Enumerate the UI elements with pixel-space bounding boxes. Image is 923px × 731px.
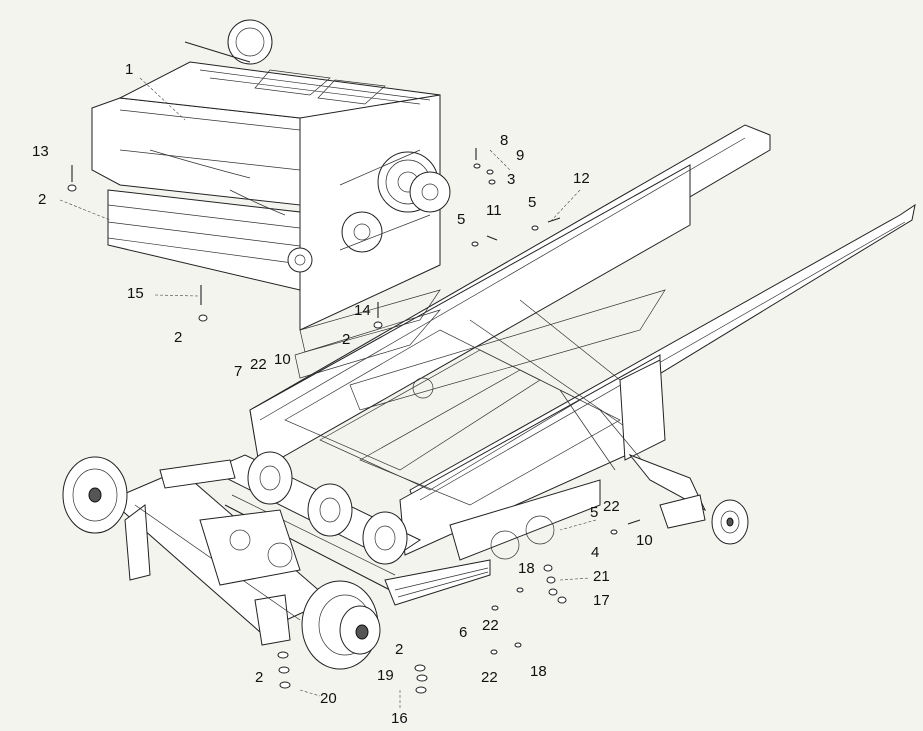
part-callout-18: 18 bbox=[530, 663, 547, 680]
hardware-fasteners bbox=[67, 148, 641, 694]
part-callout-17: 17 bbox=[593, 592, 610, 609]
main-frame bbox=[249, 124, 916, 556]
part-callout-20: 20 bbox=[320, 690, 337, 707]
part-callout-22: 22 bbox=[250, 356, 267, 373]
part-callout-15: 15 bbox=[127, 285, 144, 302]
part-callout-12: 12 bbox=[573, 170, 590, 187]
part-callout-6: 6 bbox=[459, 624, 468, 641]
part-callout-10: 10 bbox=[636, 532, 653, 549]
part-callout-10: 10 bbox=[274, 351, 291, 368]
part-callout-13: 13 bbox=[32, 143, 49, 160]
part-callout-22: 22 bbox=[482, 617, 499, 634]
part-callout-22: 22 bbox=[481, 669, 498, 686]
part-callout-8: 8 bbox=[500, 132, 509, 149]
part-callout-5: 5 bbox=[528, 194, 537, 211]
upper-feeder-unit bbox=[91, 19, 451, 331]
left-axle-assembly bbox=[62, 456, 381, 670]
part-callout-2: 2 bbox=[342, 331, 351, 348]
part-callout-2: 2 bbox=[395, 641, 404, 658]
part-callout-2: 2 bbox=[255, 669, 264, 686]
part-callout-2: 2 bbox=[38, 191, 47, 208]
part-callout-19: 19 bbox=[377, 667, 394, 684]
part-callout-16: 16 bbox=[391, 710, 408, 727]
part-callout-14: 14 bbox=[354, 302, 371, 319]
part-callout-21: 21 bbox=[593, 568, 610, 585]
part-callout-2: 2 bbox=[174, 329, 183, 346]
part-callout-5: 5 bbox=[590, 504, 599, 521]
leader-lines bbox=[59, 77, 597, 708]
part-callout-18: 18 bbox=[518, 560, 535, 577]
part-callout-7: 7 bbox=[234, 363, 243, 380]
part-callout-22: 22 bbox=[603, 498, 620, 515]
part-callout-3: 3 bbox=[507, 171, 516, 188]
part-callout-1: 1 bbox=[125, 61, 134, 78]
part-callout-4: 4 bbox=[591, 544, 600, 561]
part-callout-9: 9 bbox=[516, 147, 525, 164]
chain-conveyor bbox=[208, 451, 601, 606]
right-axle-assembly bbox=[628, 453, 749, 545]
part-callout-11: 11 bbox=[486, 202, 502, 219]
part-callout-5: 5 bbox=[457, 211, 466, 228]
